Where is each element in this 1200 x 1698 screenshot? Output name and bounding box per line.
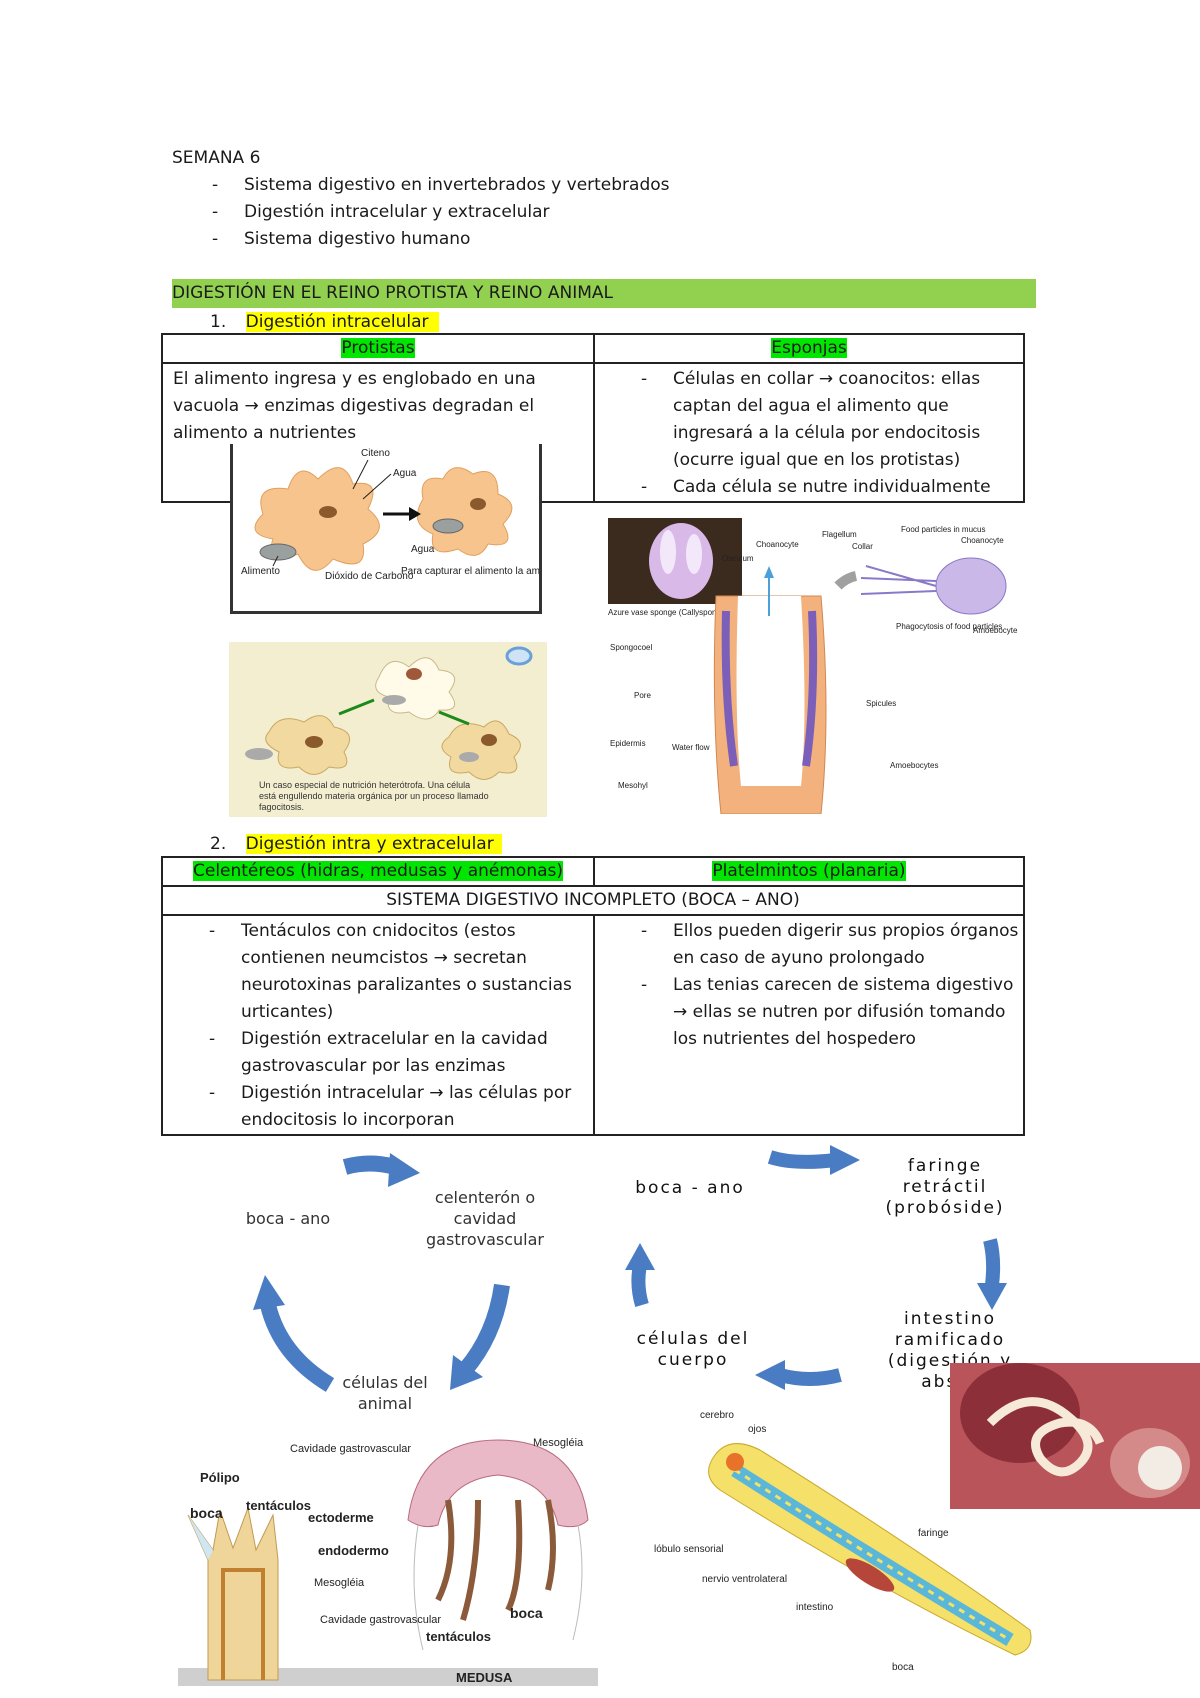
- cycle-arrow-head: [253, 1275, 285, 1310]
- svg-text:tentáculos: tentáculos: [426, 1629, 491, 1644]
- amoeba-label: Dióxido de Carbono: [325, 571, 414, 582]
- svg-text:Spongocoel: Spongocoel: [610, 643, 652, 652]
- svg-text:Flagellum: Flagellum: [822, 530, 857, 539]
- svg-text:cerebro: cerebro: [700, 1410, 734, 1421]
- svg-text:Amoebocytes: Amoebocytes: [890, 761, 938, 770]
- list-item: Digestión intracelular → las células por…: [163, 1080, 589, 1134]
- right-cycle-arrows: [625, 1145, 1007, 1390]
- svg-text:ectoderme: ectoderme: [308, 1510, 374, 1525]
- svg-text:Epidermis: Epidermis: [610, 739, 646, 748]
- amoeba-label: Agua: [393, 468, 417, 479]
- cycle-arrow: [342, 1155, 398, 1175]
- table1-head-col1: Protistas: [161, 333, 595, 364]
- cycle-arrow-head: [625, 1243, 655, 1270]
- table1-head-col2: Esponjas: [593, 333, 1025, 364]
- cycle-node-mouth-anus: boca - ano: [635, 1178, 745, 1198]
- cycle-arrow: [767, 1150, 836, 1169]
- svg-text:MEDUSA: MEDUSA: [456, 1670, 513, 1685]
- topic-item: Sistema digestivo humano: [172, 226, 872, 253]
- table1-esponjas-cell: Células en collar → coanocitos: ellas ca…: [593, 362, 1025, 503]
- svg-text:nervio ventrolateral: nervio ventrolateral: [702, 1574, 787, 1585]
- svg-text:endodermo: endodermo: [318, 1543, 389, 1558]
- cycle-arrow: [260, 1302, 335, 1392]
- svg-text:Osculum: Osculum: [722, 554, 754, 563]
- svg-text:Cavidade gastrovascular: Cavidade gastrovascular: [290, 1443, 411, 1455]
- cycle-node-mouth-anus: boca - ano: [245, 1209, 331, 1228]
- week-title: SEMANA 6: [172, 148, 261, 168]
- topic-item: Digestión intracelular y extracelular: [172, 199, 872, 226]
- table-intra-extracellular: Celentéreos (hidras, medusas y anémonas)…: [161, 856, 1025, 1136]
- part2-heading: 2. Digestión intra y extracelular: [210, 831, 502, 858]
- part1-heading: 1. Digestión intracelular: [210, 309, 439, 336]
- svg-text:Mesohyl: Mesohyl: [618, 781, 648, 790]
- cycle-node-gastrovascular: celenterón o cavidad gastrovascular: [426, 1188, 544, 1249]
- table2-head-col2: Platelmintos (planaria): [593, 856, 1025, 887]
- svg-text:Collar: Collar: [852, 542, 873, 551]
- svg-text:intestino: intestino: [796, 1602, 834, 1613]
- cycle-arrow-head: [830, 1145, 860, 1175]
- phagocytosis-figure: Un caso especial de nutrición heterótrof…: [229, 642, 547, 817]
- amoeba-label: Para capturar el alimento la ameba se de…: [401, 566, 539, 577]
- svg-text:Pore: Pore: [634, 691, 651, 700]
- svg-text:Amoebocyte: Amoebocyte: [973, 626, 1018, 635]
- cycle-arrow: [631, 1263, 649, 1308]
- svg-text:Spicules: Spicules: [866, 699, 896, 708]
- cycle-node-pharynx: faringe retráctil (probóside): [885, 1156, 1005, 1218]
- list-item: Digestión extracelular en la cavidad gas…: [163, 1026, 589, 1080]
- table2-head-col1: Celentéreos (hidras, medusas y anémonas): [161, 856, 595, 887]
- svg-text:Choanocyte: Choanocyte: [961, 536, 1004, 545]
- list-item: Células en collar → coanocitos: ellas ca…: [595, 366, 1019, 474]
- amoeba-figure: Citeno Agua Agua Alimento Dióxido de Car…: [230, 444, 667, 614]
- part1-number: 1.: [210, 312, 227, 332]
- cycle-node-body-cells: células del cuerpo: [636, 1329, 750, 1370]
- cycle-node-animal-cells: células del animal: [342, 1373, 428, 1413]
- svg-text:Food particles in mucus: Food particles in mucus: [901, 525, 985, 534]
- svg-text:boca: boca: [190, 1505, 223, 1521]
- svg-text:faringe: faringe: [918, 1528, 949, 1539]
- sponge-figure: Azure vase sponge (Callyspongia plicifer…: [606, 516, 1026, 815]
- svg-text:boca: boca: [510, 1605, 543, 1621]
- section-title: DIGESTIÓN EN EL REINO PROTISTA Y REINO A…: [172, 279, 1036, 308]
- table2-span-row: SISTEMA DIGESTIVO INCOMPLETO (BOCA – ANO…: [161, 885, 1025, 916]
- svg-text:tentáculos: tentáculos: [246, 1498, 311, 1513]
- cycle-arrow: [983, 1238, 1001, 1286]
- cycle-arrow-head: [755, 1360, 785, 1390]
- svg-text:Cavidade gastrovascular: Cavidade gastrovascular: [320, 1614, 441, 1626]
- cnidaria-figure: Pólipo boca tentáculos Cavidade gastrova…: [178, 1430, 598, 1686]
- amoeba-label: Agua: [411, 544, 435, 555]
- planaria-figure: cerebro ojos lóbulo sensorial faringe ne…: [640, 1400, 1040, 1686]
- table2-cnidaria-cell: Tentáculos con cnidocitos (estos contien…: [161, 914, 595, 1136]
- svg-text:Choanocyte: Choanocyte: [756, 540, 799, 549]
- part1-title: Digestión intracelular: [245, 312, 439, 332]
- svg-text:Water flow: Water flow: [672, 743, 710, 752]
- svg-text:Mesogléia: Mesogléia: [314, 1577, 365, 1589]
- cycle-arrow: [778, 1368, 842, 1386]
- cycle-arrow-head: [388, 1153, 420, 1187]
- amoeba-label: Citeno: [361, 448, 390, 459]
- left-cycle-arrows: [253, 1153, 510, 1392]
- part2-number: 2.: [210, 834, 227, 854]
- list-item: Ellos pueden digerir sus propios órganos…: [595, 918, 1019, 972]
- svg-text:boca: boca: [892, 1662, 914, 1673]
- list-item: Tentáculos con cnidocitos (estos contien…: [163, 918, 589, 1026]
- topic-item: Sistema digestivo en invertebrados y ver…: [172, 172, 872, 199]
- svg-text:ojos: ojos: [748, 1424, 766, 1435]
- cycle-arrow: [458, 1283, 510, 1376]
- part2-title: Digestión intra y extracelular: [245, 834, 502, 854]
- svg-text:Pólipo: Pólipo: [200, 1470, 240, 1485]
- svg-text:Phagocytosis of food particles: Phagocytosis of food particles: [896, 622, 1002, 631]
- cycle-arrow-head: [450, 1355, 483, 1390]
- topic-list: Sistema digestivo en invertebrados y ver…: [172, 172, 872, 253]
- amoeba-label: Alimento: [241, 566, 280, 577]
- list-item: Las tenias carecen de sistema digestivo …: [595, 972, 1019, 1053]
- cycle-arrow-head: [977, 1283, 1007, 1310]
- svg-text:lóbulo sensorial: lóbulo sensorial: [654, 1544, 724, 1555]
- svg-text:Azure vase sponge (Callyspongi: Azure vase sponge (Callyspongia plicifer…: [608, 608, 760, 617]
- tapeworm-photo: [950, 1363, 1200, 1509]
- list-item: Cada célula se nutre individualmente: [595, 474, 1019, 501]
- phagocytosis-caption: Un caso especial de nutrición heterótrof…: [259, 780, 489, 812]
- table2-platyhelminthes-cell: Ellos pueden digerir sus propios órganos…: [593, 914, 1025, 1136]
- svg-text:Mesogléia: Mesogléia: [533, 1437, 584, 1449]
